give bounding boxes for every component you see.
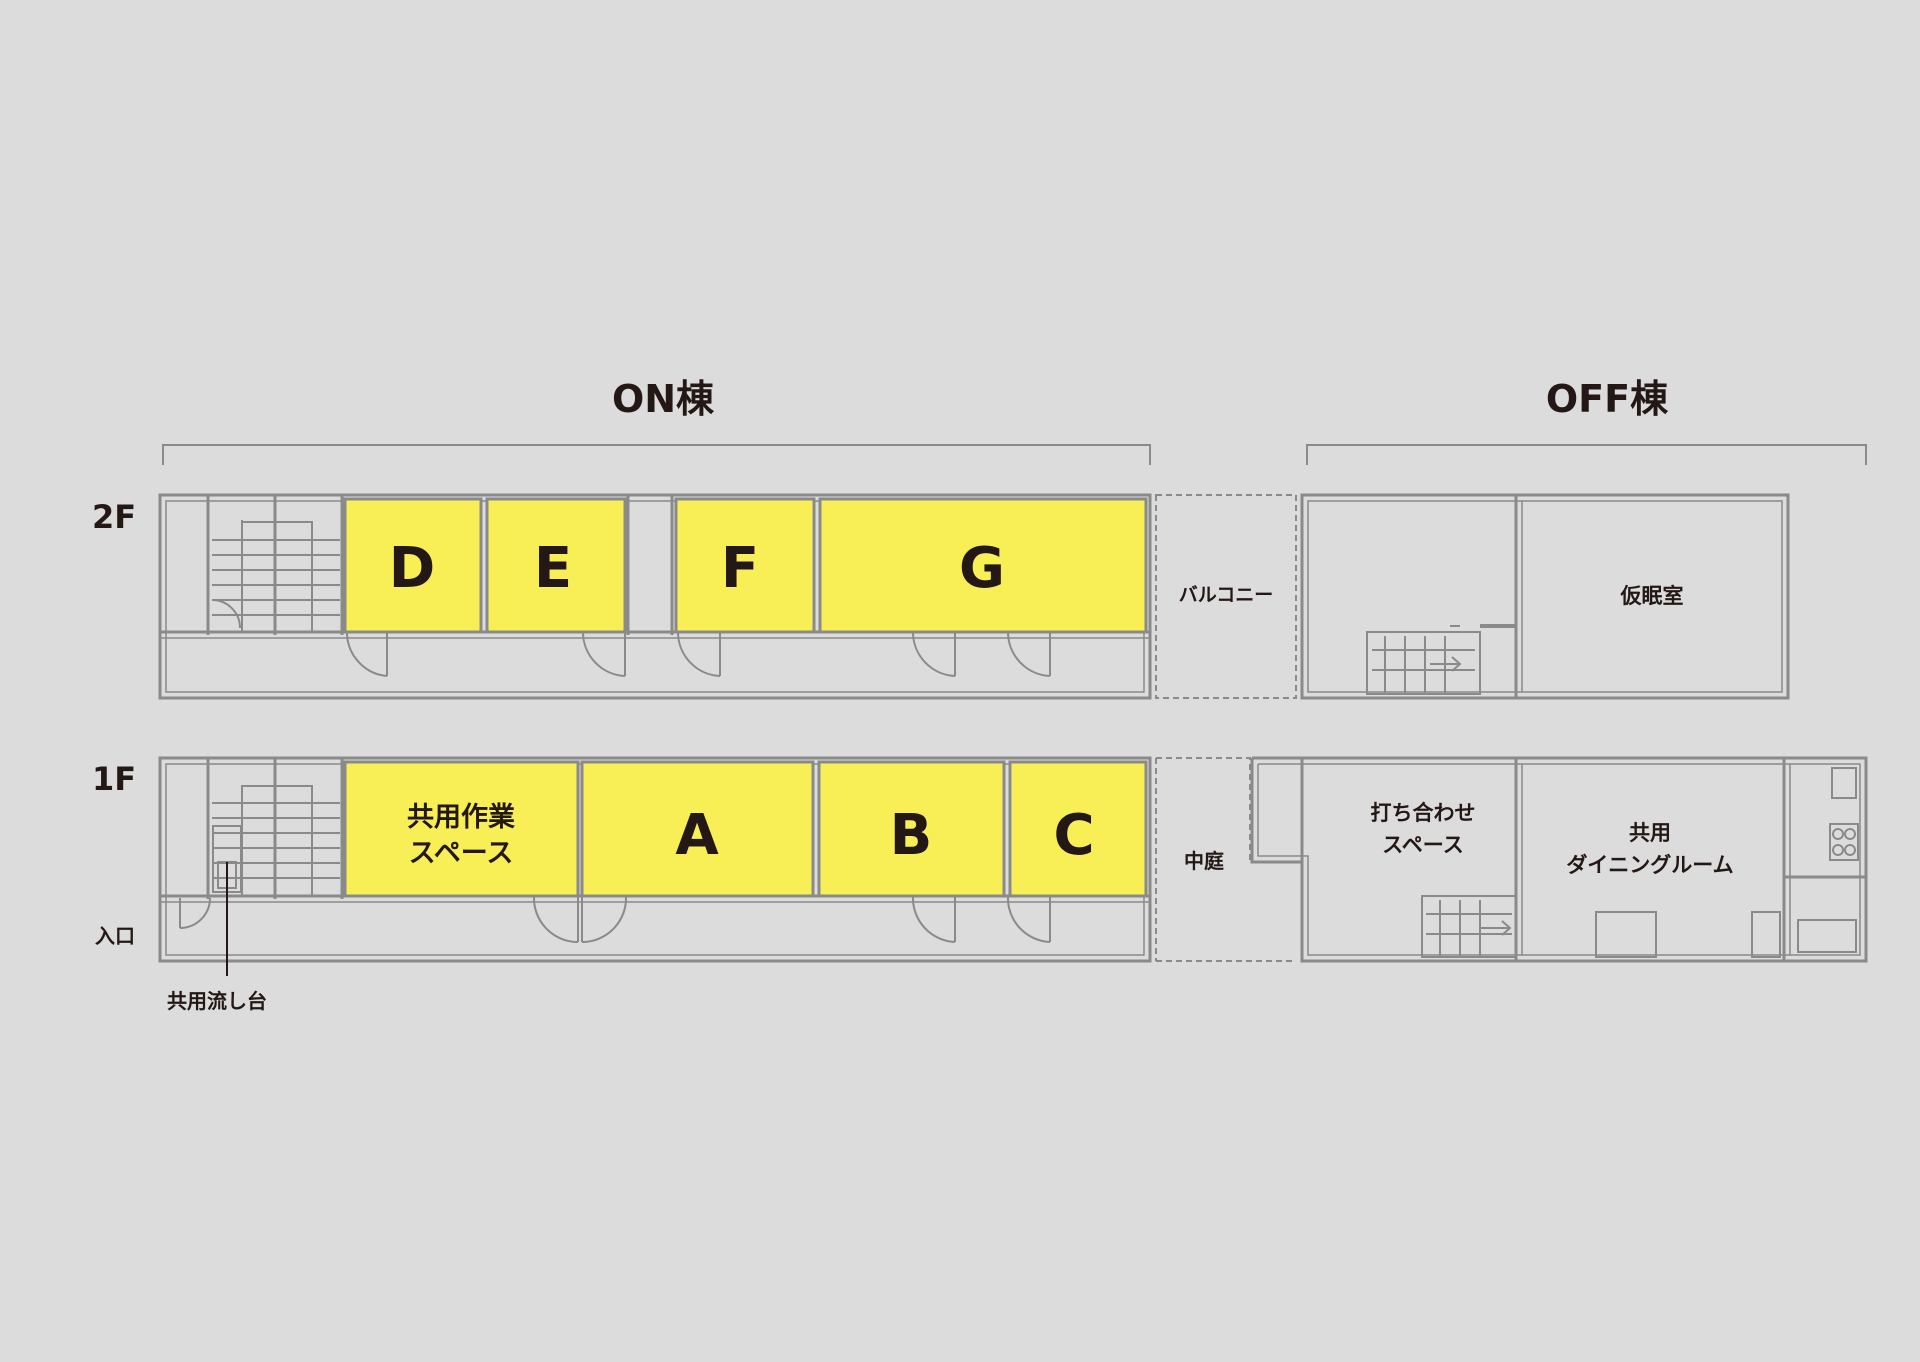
unit-label-c: C [1053, 803, 1094, 868]
unit-g-area [818, 497, 1148, 634]
building-title-off: OFF棟 [1546, 377, 1669, 421]
dining-room-label-line1: 共用 [1629, 821, 1671, 845]
balcony-area [1155, 494, 1297, 699]
shared-work-label-line1: 共用作業 [407, 802, 515, 833]
unit-d-area [343, 497, 483, 634]
meeting-space-label-line2: スペース [1382, 833, 1463, 857]
unit-b-area [817, 760, 1006, 898]
stairs-2f [211, 520, 340, 632]
shared-sink-label: 共用流し台 [167, 989, 267, 1013]
unit-label-g: G [959, 536, 1005, 601]
courtyard-area [1155, 757, 1296, 962]
bracket-off [1306, 444, 1867, 465]
doors-2f [345, 631, 1051, 677]
unit-label-d: D [389, 536, 435, 601]
unit-c-area [1008, 760, 1148, 898]
nap-room-label: 仮眠室 [1620, 584, 1684, 608]
balcony-label: バルコニー [1179, 584, 1274, 606]
off-building-2f [1300, 493, 1790, 700]
dining-room-label-line2: ダイニングルーム [1566, 853, 1733, 877]
unit-label-e: E [534, 536, 572, 601]
meeting-space-label-line1: 打ち合わせ [1371, 801, 1476, 825]
doors-1f [532, 895, 1051, 944]
unit-label-a: A [675, 803, 719, 868]
stairs-1f [179, 785, 340, 929]
entrance-label: 入口 [95, 924, 135, 948]
floor-label-1f: 1F [92, 760, 136, 798]
kitchen-fixtures [1797, 767, 1859, 953]
on-building-2f [158, 493, 1152, 700]
unit-e-area [485, 497, 627, 634]
shared-work-area [343, 760, 580, 898]
stairs-off-1f [1421, 895, 1517, 958]
stairs-off-2f [1366, 624, 1516, 695]
units-2f [343, 497, 1148, 634]
units-1f [343, 760, 1148, 898]
unit-label-b: B [890, 803, 933, 868]
off-building-1f [1250, 756, 1868, 963]
unit-a-area [580, 760, 815, 898]
unit-f-area [674, 497, 816, 634]
courtyard-label: 中庭 [1184, 849, 1224, 873]
building-title-on: ON棟 [612, 377, 715, 421]
bracket-on [162, 444, 1151, 465]
floor-label-2f: 2F [92, 498, 136, 536]
dining-furniture [1595, 911, 1781, 958]
shared-work-label-line2: スペース [409, 838, 514, 869]
unit-label-f: F [721, 536, 759, 601]
